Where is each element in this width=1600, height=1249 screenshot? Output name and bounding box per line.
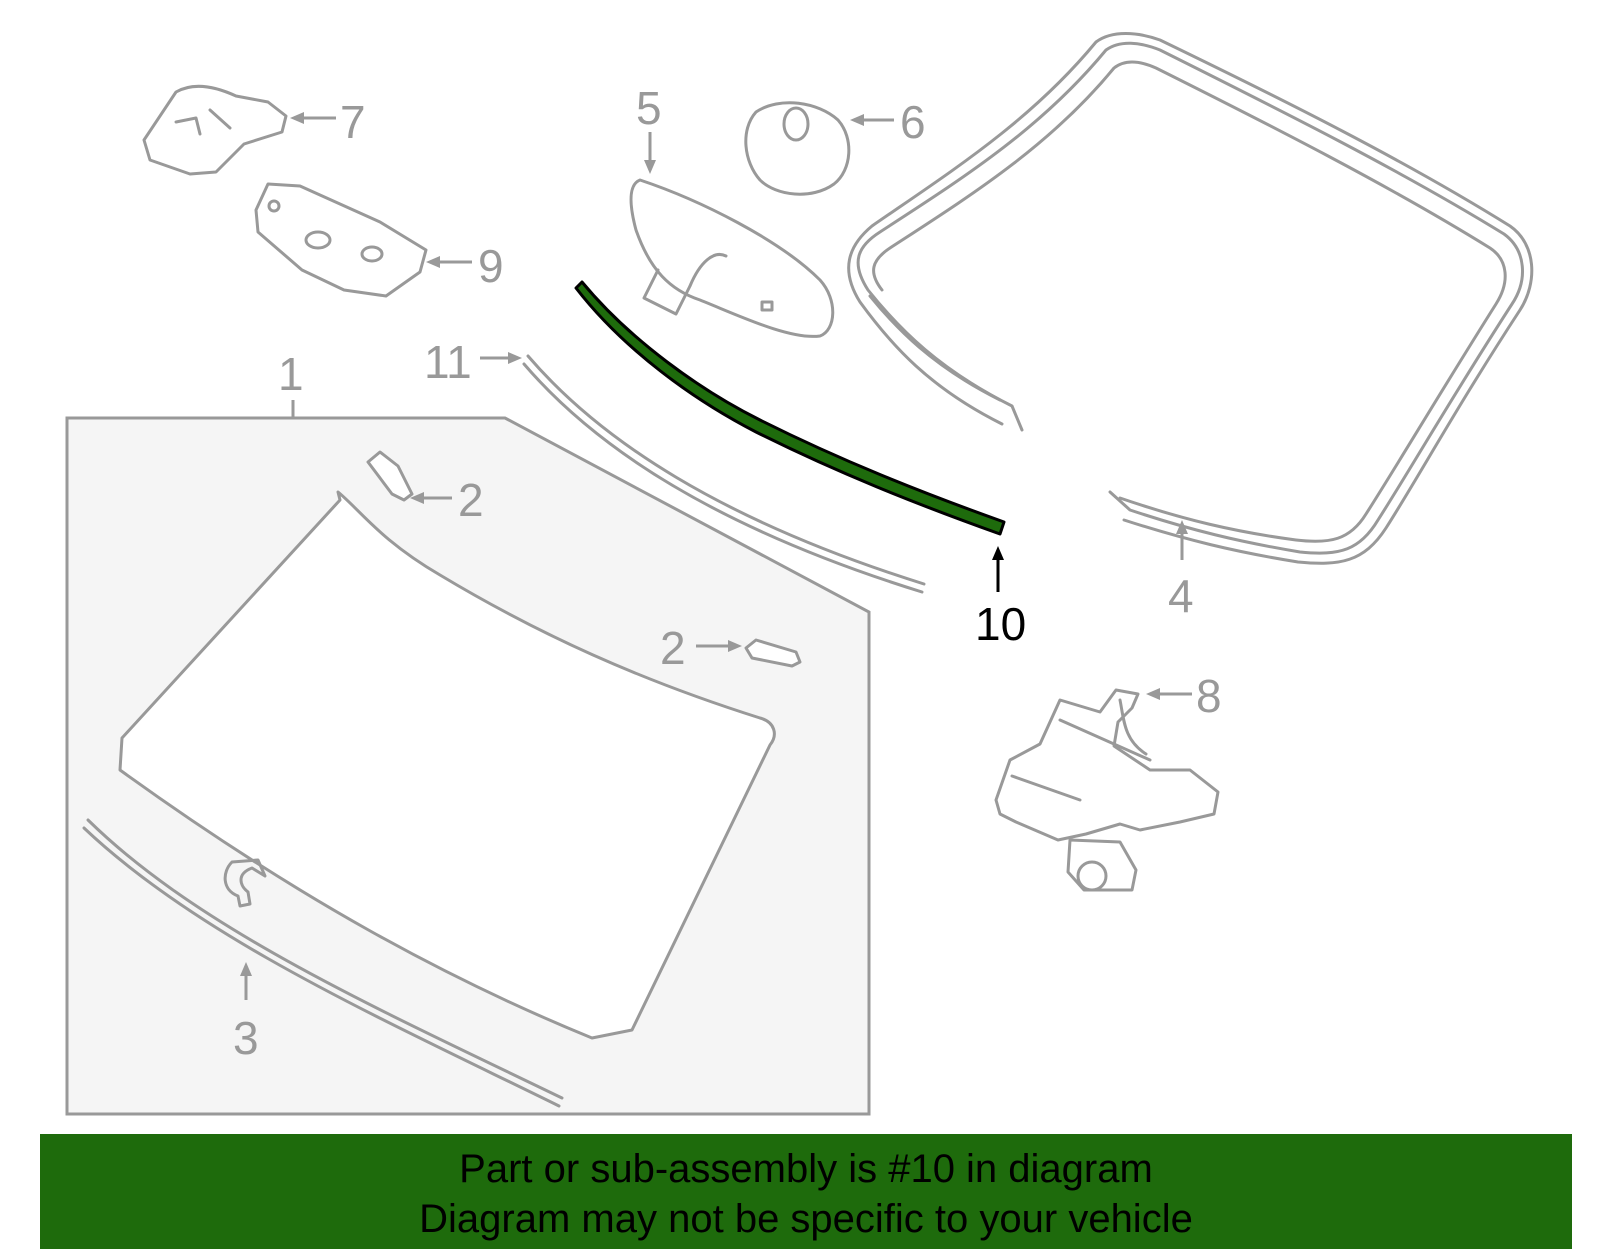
callout-5[interactable]: 5 xyxy=(636,82,662,134)
banner-line-1: Part or sub-assembly is #10 in diagram xyxy=(459,1147,1153,1191)
callout-3-arrowhead xyxy=(240,962,252,976)
callout-2b-arrowhead xyxy=(728,640,742,652)
weatherstrip-frame-4-inner xyxy=(868,60,1507,543)
rain-sensor[interactable] xyxy=(744,101,851,196)
rear-view-mirror[interactable] xyxy=(629,178,835,338)
info-banner: Part or sub-assembly is #10 in diagram D… xyxy=(40,1134,1572,1249)
plate-hole-1 xyxy=(267,199,281,213)
bracket-7[interactable] xyxy=(142,84,288,176)
callout-8-arrowhead xyxy=(1146,688,1160,700)
callout-11-arrowhead xyxy=(508,352,522,364)
banner-line-2: Diagram may not be specific to your vehi… xyxy=(419,1197,1193,1241)
plate-hole-2 xyxy=(304,230,332,250)
callout-2a-arrowhead xyxy=(410,492,424,504)
camera-bracket-8-detail xyxy=(1010,698,1152,802)
callout-11[interactable]: 11 xyxy=(424,336,472,388)
mirror-mount[interactable] xyxy=(642,253,728,316)
mirror-sensor xyxy=(760,300,774,312)
mounting-plate-9[interactable] xyxy=(254,182,428,298)
glass-clip[interactable] xyxy=(223,858,267,908)
camera-bracket-8[interactable] xyxy=(994,688,1220,842)
callout-9-arrowhead xyxy=(426,256,440,268)
callout-10[interactable]: 10 xyxy=(975,598,1026,650)
spacer-right[interactable] xyxy=(744,638,802,668)
windshield-glass[interactable] xyxy=(118,490,776,1040)
plate-hole-3 xyxy=(360,245,384,263)
sensor-lens xyxy=(782,106,810,142)
callout-7[interactable]: 7 xyxy=(340,96,366,148)
callout-3[interactable]: 3 xyxy=(233,1012,259,1064)
callout-10-arrowhead xyxy=(992,546,1004,560)
upper-moulding-11[interactable] xyxy=(522,354,926,594)
callout-5-arrowhead xyxy=(644,160,656,174)
callout-1[interactable]: 1 xyxy=(278,348,304,400)
callout-4[interactable]: 4 xyxy=(1168,570,1194,622)
callout-8[interactable]: 8 xyxy=(1196,670,1222,722)
bracket-7-detail xyxy=(174,108,232,136)
lower-moulding[interactable] xyxy=(82,818,564,1108)
camera-body xyxy=(1066,838,1138,892)
spacer-upper[interactable] xyxy=(366,450,414,502)
weatherstrip-frame-4[interactable] xyxy=(847,32,1534,565)
callout-6[interactable]: 6 xyxy=(900,96,926,148)
callout-6-arrowhead xyxy=(850,114,864,126)
callout-4-arrowhead xyxy=(1176,520,1188,534)
callout-2a[interactable]: 2 xyxy=(458,474,484,526)
callout-7-arrowhead xyxy=(290,112,304,124)
parts-diagram: 1 3 2 2 11 10 5 6 7 9 xyxy=(65,32,1534,1116)
highlighted-weatherstrip-10[interactable] xyxy=(574,280,1006,536)
callout-2b[interactable]: 2 xyxy=(660,622,686,674)
callout-9[interactable]: 9 xyxy=(478,240,504,292)
